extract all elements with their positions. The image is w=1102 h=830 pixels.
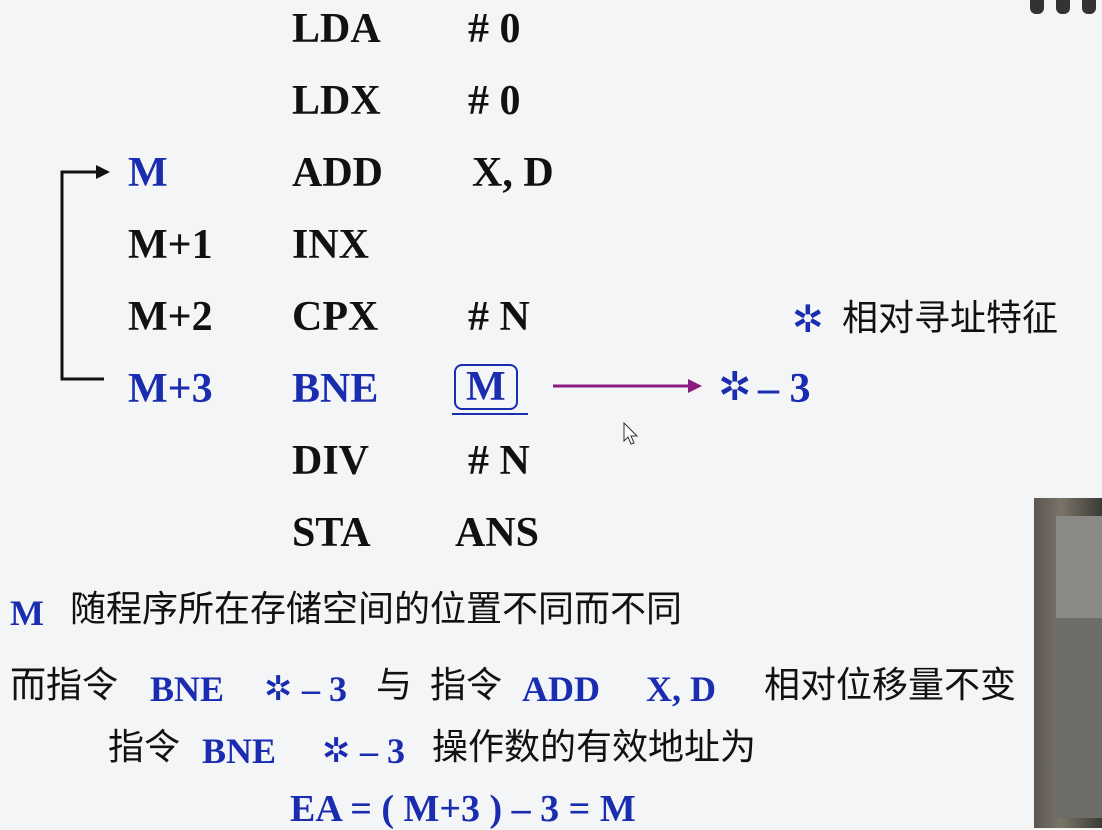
opcode: CPX (292, 294, 379, 340)
operand: # 0 (468, 78, 521, 124)
asterisk-icon: ✲ (322, 731, 351, 771)
m-symbol: M (10, 593, 44, 633)
opcode: STA (292, 510, 371, 556)
opcode: DIV (292, 438, 370, 484)
note-text: 相对寻址特征 (842, 298, 1059, 339)
instruction-name: BNE (150, 669, 225, 709)
operand: # 0 (468, 6, 521, 52)
relative-offset: – 3 (758, 366, 811, 412)
operand: # N (468, 438, 530, 484)
loop-arrowhead (96, 165, 110, 179)
cursor-icon (623, 421, 639, 445)
explanation-text: 操作数的有效地址为 (432, 727, 757, 768)
operand: # N (468, 294, 530, 340)
asterisk-icon: ✲ (264, 669, 293, 709)
cropped-title-fragment (1030, 0, 1102, 14)
operand: X, D (472, 150, 554, 196)
video-background (1056, 618, 1102, 818)
operand-boxed: M (454, 364, 518, 410)
opcode: LDA (292, 6, 381, 52)
relative-arrowhead (688, 379, 702, 393)
explanation-text: 相对位移量不变 (764, 665, 1017, 706)
instruction-name: BNE (202, 731, 277, 771)
address-label: M+1 (128, 222, 213, 268)
opcode: BNE (292, 366, 379, 412)
explanation-text: 而指令 (10, 665, 119, 706)
relative-offset: – 3 (302, 669, 347, 709)
address-label: M+2 (128, 294, 213, 340)
asterisk-icon: ✲ (718, 364, 752, 410)
presenter-video (1034, 498, 1102, 828)
operand: ANS (455, 510, 540, 556)
explanation-text: 指令 (430, 665, 503, 706)
explanation-text: 与 (376, 665, 413, 706)
opcode: INX (292, 222, 370, 268)
explanation-text: 指令 (108, 727, 181, 768)
address-label: M+3 (128, 366, 213, 412)
opcode: ADD (292, 150, 383, 196)
opcode: LDX (292, 78, 381, 124)
instruction-name: ADD (522, 669, 600, 709)
ea-formula: EA = ( M+3 ) – 3 = M (290, 788, 636, 830)
loop-bracket (60, 170, 104, 381)
address-label: M (128, 150, 168, 196)
explanation-text: 随程序所在存储空间的位置不同而不同 (70, 589, 683, 630)
instruction-operand: X, D (646, 669, 716, 709)
asterisk-icon: ✲ (792, 297, 824, 341)
relative-offset: – 3 (360, 731, 405, 771)
